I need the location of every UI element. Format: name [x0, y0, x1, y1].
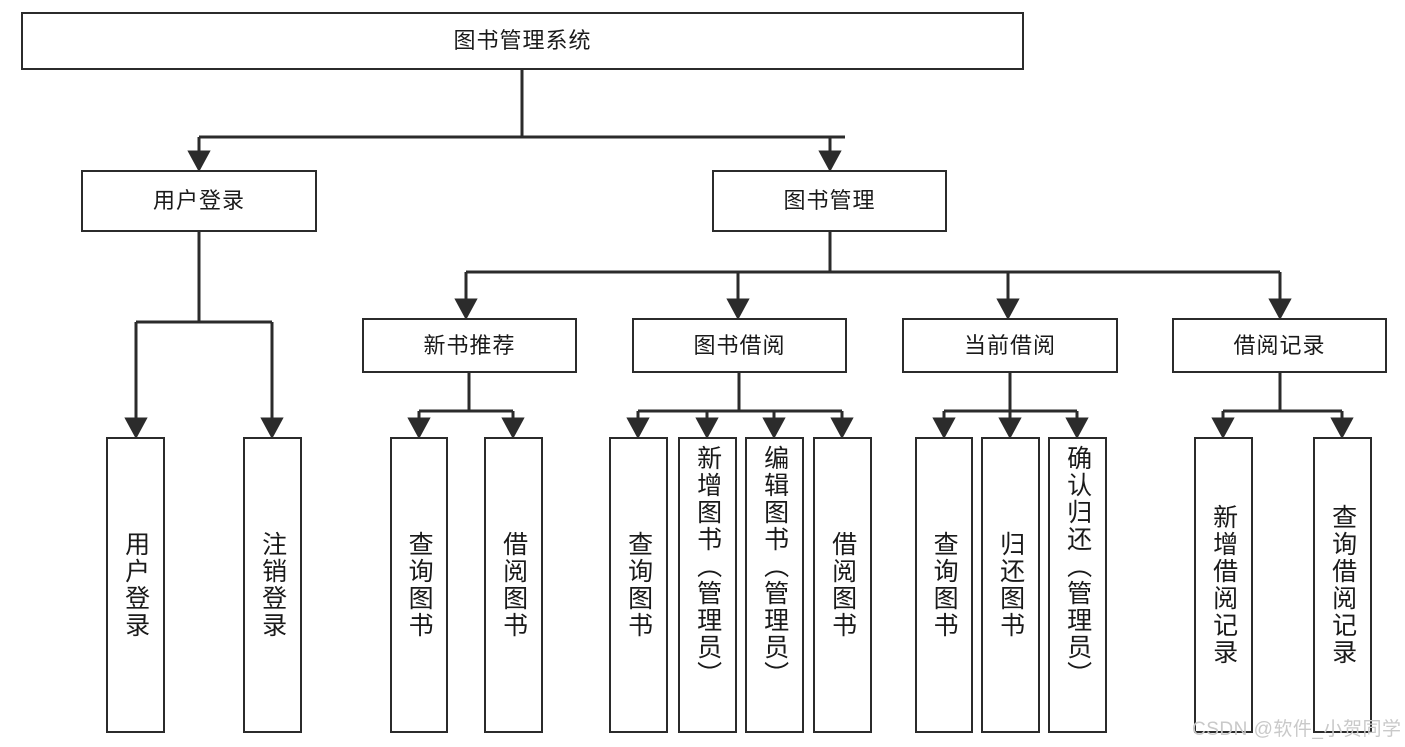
node-borrow-record[interactable]: 借阅记录 — [1172, 318, 1387, 373]
leaf-borrow-query-book-label: 查询图书 — [624, 531, 653, 639]
node-user-login[interactable]: 用户登录 — [81, 170, 317, 232]
node-book-borrow-label: 图书借阅 — [693, 332, 786, 358]
leaf-record-query-record[interactable]: 查询借阅记录 — [1313, 437, 1372, 733]
leaf-newbook-borrow-book-label: 借阅图书 — [499, 531, 528, 639]
node-root-label: 图书管理系统 — [453, 28, 592, 54]
node-book-borrow[interactable]: 图书借阅 — [632, 318, 847, 373]
leaf-current-query-book[interactable]: 查询图书 — [915, 437, 973, 733]
leaf-user-login[interactable]: 用户登录 — [106, 437, 165, 733]
watermark-text: CSDN @软件_小贺同学 — [1192, 719, 1402, 740]
leaf-user-logout-label: 注销登录 — [258, 531, 287, 639]
leaf-record-add-record-label: 新增借阅记录 — [1209, 504, 1238, 666]
leaf-user-login-label: 用户登录 — [121, 531, 150, 639]
node-user-login-label: 用户登录 — [152, 188, 245, 214]
leaf-newbook-query-book[interactable]: 查询图书 — [390, 437, 448, 733]
leaf-user-logout[interactable]: 注销登录 — [243, 437, 302, 733]
leaf-current-query-book-label: 查询图书 — [930, 531, 959, 639]
leaf-borrow-edit-book-label: 编辑图书（管理员） — [760, 445, 789, 688]
leaf-borrow-lend-book-label: 借阅图书 — [828, 531, 857, 639]
node-current-borrow-label: 当前借阅 — [963, 332, 1056, 358]
leaf-current-confirm-return[interactable]: 确认归还（管理员） — [1048, 437, 1107, 733]
node-book-management-label: 图书管理 — [783, 188, 876, 214]
leaf-current-confirm-return-label: 确认归还（管理员） — [1063, 445, 1092, 688]
leaf-newbook-query-book-label: 查询图书 — [405, 531, 434, 639]
node-borrow-record-label: 借阅记录 — [1233, 332, 1326, 358]
leaf-borrow-lend-book[interactable]: 借阅图书 — [813, 437, 872, 733]
node-current-borrow[interactable]: 当前借阅 — [902, 318, 1118, 373]
leaf-record-query-record-label: 查询借阅记录 — [1328, 504, 1357, 666]
leaf-current-return-book[interactable]: 归还图书 — [981, 437, 1040, 733]
leaf-current-return-book-label: 归还图书 — [996, 531, 1025, 639]
leaf-borrow-add-book[interactable]: 新增图书（管理员） — [678, 437, 737, 733]
node-book-management[interactable]: 图书管理 — [712, 170, 947, 232]
leaf-newbook-borrow-book[interactable]: 借阅图书 — [484, 437, 543, 733]
leaf-borrow-add-book-label: 新增图书（管理员） — [693, 445, 722, 688]
node-new-book-recommend-label: 新书推荐 — [423, 332, 516, 358]
leaf-borrow-query-book[interactable]: 查询图书 — [609, 437, 668, 733]
node-new-book-recommend[interactable]: 新书推荐 — [362, 318, 577, 373]
node-root[interactable]: 图书管理系统 — [21, 12, 1024, 70]
leaf-borrow-edit-book[interactable]: 编辑图书（管理员） — [745, 437, 804, 733]
leaf-record-add-record[interactable]: 新增借阅记录 — [1194, 437, 1253, 733]
